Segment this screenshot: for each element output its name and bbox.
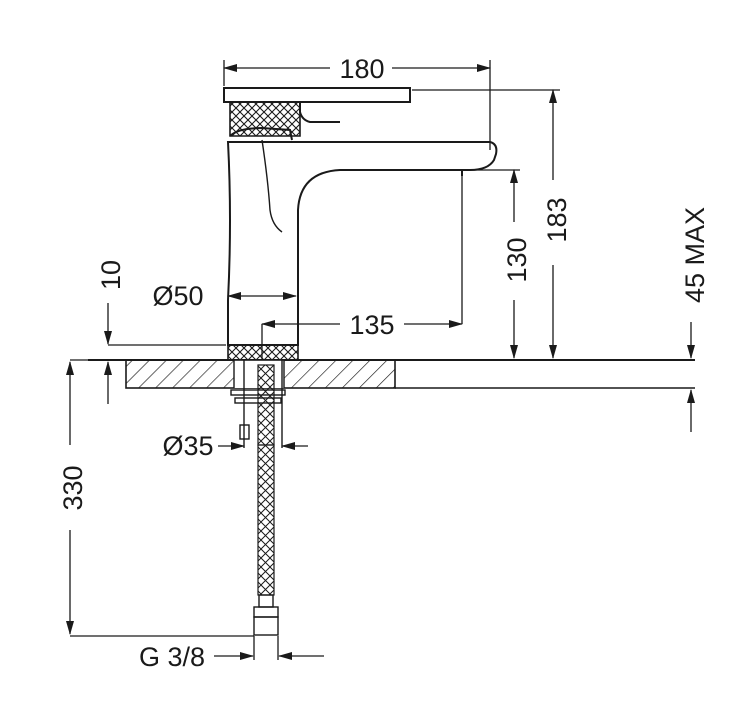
cartridge-cap: [229, 126, 293, 141]
dim-45-max: 45 MAX: [680, 207, 710, 432]
dim-130: 130: [470, 169, 532, 359]
dim-183: 183: [412, 89, 572, 359]
lever-neck: [299, 102, 340, 123]
dim-thread: G 3/8: [139, 636, 324, 672]
dim-label-180: 180: [339, 54, 384, 84]
dim-label-10: 10: [96, 260, 126, 290]
lever-handle: [223, 87, 411, 103]
body-contour: [261, 139, 283, 233]
handle-knurl-ring: [229, 101, 301, 137]
hose-hex: [253, 606, 279, 618]
countertop: [88, 359, 695, 389]
mounting-hardware: [230, 360, 286, 448]
dim-label-diameter-35: Ø35: [162, 431, 213, 461]
hose-ferrule: [258, 594, 274, 608]
dim-label-thread: G 3/8: [139, 642, 205, 672]
dim-330: 330: [58, 359, 254, 637]
hose-connector: [253, 616, 279, 636]
base-knurl-ring: [227, 344, 299, 361]
flexible-hose: [253, 444, 279, 636]
dim-label-183: 183: [542, 197, 572, 242]
spout-outline: [226, 141, 498, 346]
dim-label-135: 135: [349, 310, 394, 340]
hose-upper: [257, 364, 275, 446]
dim-10: 10: [96, 260, 226, 404]
dim-135: 135: [261, 176, 463, 360]
dim-diameter-50: Ø50: [152, 281, 299, 345]
dim-180: 180: [223, 54, 491, 150]
faucet-body: [223, 87, 498, 361]
dim-label-130: 130: [502, 237, 532, 282]
hose-braid: [257, 444, 275, 596]
dim-diameter-35: Ø35: [162, 431, 308, 461]
dim-label-45-max: 45 MAX: [680, 207, 710, 303]
dim-label-330: 330: [58, 465, 88, 510]
dim-label-diameter-50: Ø50: [152, 281, 203, 311]
stud-nut: [239, 424, 250, 440]
